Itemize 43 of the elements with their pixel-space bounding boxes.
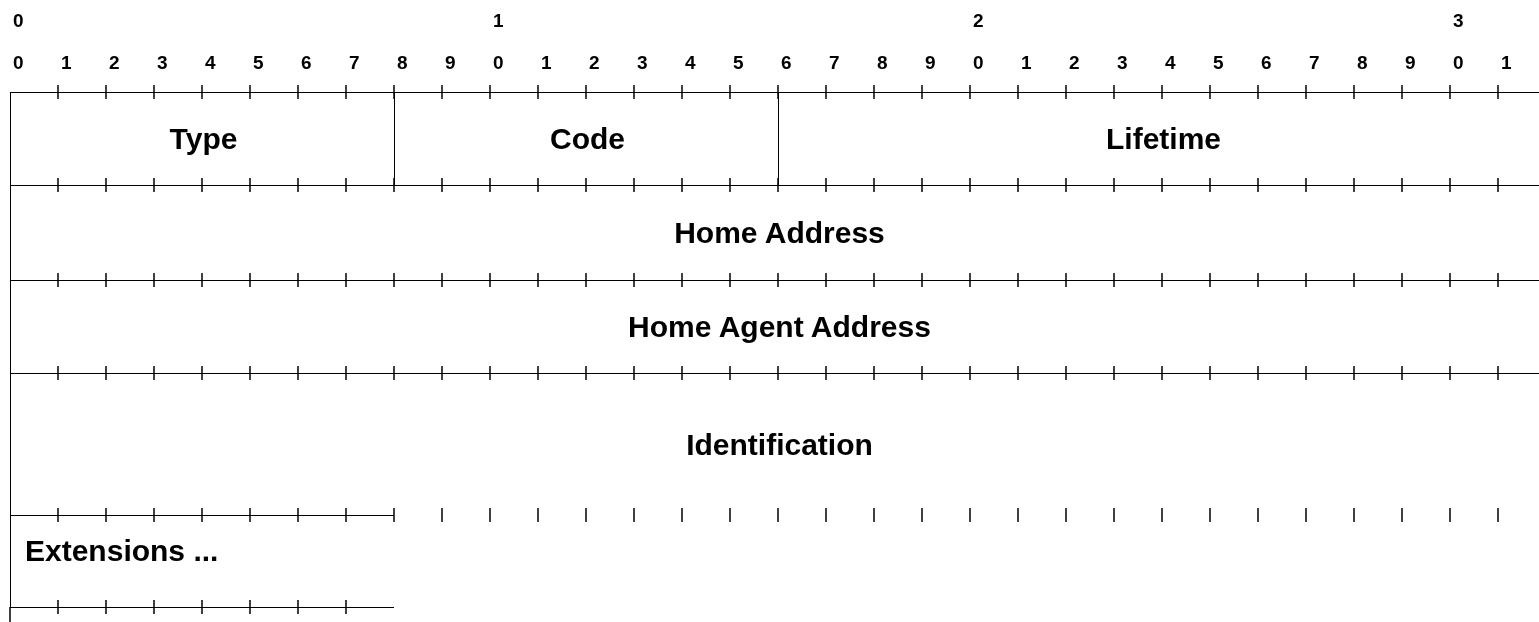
bit-number: 1: [61, 52, 72, 74]
bit-number: 5: [1213, 52, 1224, 74]
bit-number: 0: [1453, 52, 1464, 74]
bit-decade-number: 3: [1453, 10, 1464, 32]
field-name: Extensions ...: [25, 534, 219, 568]
bit-number: 8: [397, 52, 408, 74]
field-name: Code: [550, 122, 625, 156]
bit-number: 4: [205, 52, 216, 74]
bit-number: 7: [1309, 52, 1320, 74]
field-name: Lifetime: [1106, 122, 1221, 156]
bit-number: 9: [445, 52, 456, 74]
bit-number: 6: [1261, 52, 1272, 74]
bit-number: 8: [1357, 52, 1368, 74]
bit-number: 6: [301, 52, 312, 74]
bit-number: 8: [877, 52, 888, 74]
bit-number: 7: [829, 52, 840, 74]
bit-number: 0: [13, 52, 24, 74]
bit-decade-number: 0: [13, 10, 24, 32]
bit-number: 3: [637, 52, 648, 74]
bit-number: 1: [1021, 52, 1032, 74]
bit-number: 0: [493, 52, 504, 74]
bit-number: 0: [973, 52, 984, 74]
bit-number: 1: [541, 52, 552, 74]
field-name: Identification: [686, 427, 873, 462]
bit-number: 1: [1501, 52, 1512, 74]
bit-number: 4: [1165, 52, 1176, 74]
field-name: Type: [169, 122, 238, 156]
bit-number: 9: [1405, 52, 1416, 74]
bit-number: 7: [349, 52, 360, 74]
bit-number: 2: [109, 52, 120, 74]
bit-number: 9: [925, 52, 936, 74]
bit-number: 5: [253, 52, 264, 74]
bit-number: 4: [685, 52, 696, 74]
bit-number: 6: [781, 52, 792, 74]
bit-number: 2: [1069, 52, 1080, 74]
field-name: Home Agent Address: [628, 310, 931, 344]
bit-number: 5: [733, 52, 744, 74]
bit-decade-number: 1: [493, 10, 504, 32]
bit-number: 2: [589, 52, 600, 74]
bit-number: 3: [157, 52, 168, 74]
field-name: Home Address: [674, 216, 885, 250]
bit-decade-number: 2: [973, 10, 984, 32]
bit-number: 3: [1117, 52, 1128, 74]
